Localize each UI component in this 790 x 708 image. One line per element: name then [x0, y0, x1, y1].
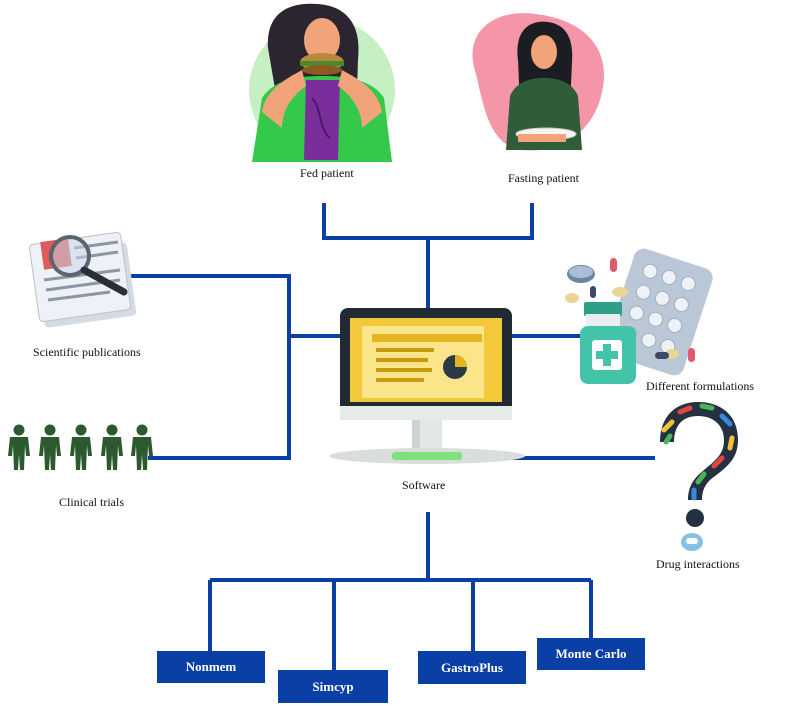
- document-magnifier-icon: [29, 231, 137, 328]
- label-fasting-patient: Fasting patient: [508, 171, 579, 185]
- pill-bottle-blister-icon: [565, 248, 713, 384]
- tool-box-gastroplus: GastroPlus: [418, 651, 526, 684]
- label-software: Software: [402, 478, 446, 492]
- tool-box-simcyp: Simcyp: [278, 670, 388, 703]
- label-clinical-trials: Clinical trials: [59, 495, 124, 509]
- woman-holding-empty-plate-icon: [472, 13, 605, 151]
- pill-question-mark-icon: [660, 402, 738, 551]
- label-fed-patient: Fed patient: [300, 166, 354, 180]
- label-drug-interactions: Drug interactions: [656, 557, 740, 571]
- people-group-icon: [8, 424, 153, 470]
- woman-eating-burger-icon: [249, 3, 395, 162]
- label-scientific-publications: Scientific publications: [33, 345, 141, 359]
- connector-lines: [130, 203, 655, 670]
- tool-box-monte-carlo: Monte Carlo: [537, 638, 645, 670]
- label-different-formulations: Different formulations: [646, 379, 755, 393]
- computer-monitor-icon: [329, 308, 525, 464]
- tool-box-nonmem: Nonmem: [157, 651, 265, 683]
